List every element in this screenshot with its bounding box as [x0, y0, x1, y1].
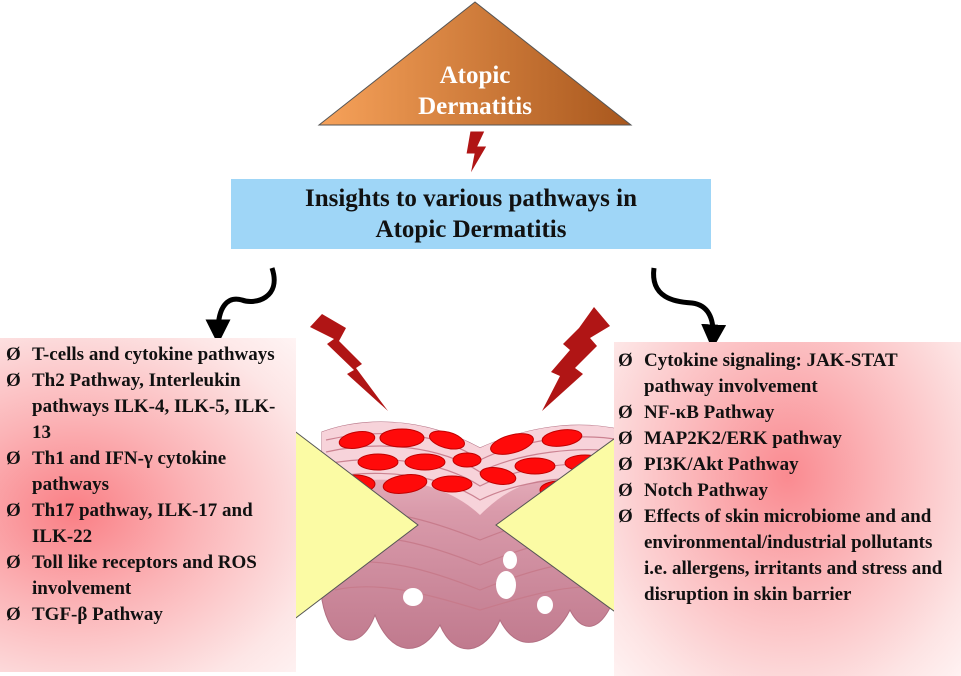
right-pathways-panel: Ø Cytokine signaling: JAK-STAT pathway in… [614, 342, 961, 676]
left-pathways-panel: Ø T-cells and cytokine pathways Ø Th2 Path… [0, 338, 296, 672]
list-item: Ø Th2 Pathway, Interleukin pathways ILK-4… [6, 368, 292, 446]
lightning-bolt-icon [465, 130, 488, 176]
bullet-glyph: Ø [6, 604, 21, 625]
bullet-glyph: Ø [618, 402, 633, 423]
item-text: PI3K/Akt Pathway [644, 454, 799, 475]
curved-arrow-icon [205, 267, 277, 345]
bullet-glyph: Ø [618, 454, 633, 475]
lightning-bolt-icon [542, 307, 610, 411]
list-item: Ø MAP2K2/ERK pathway [618, 426, 957, 452]
bullet-glyph: Ø [6, 552, 21, 573]
bullet-glyph: Ø [6, 370, 21, 391]
bullet-glyph: Ø [6, 344, 21, 365]
triangle-line-1: Atopic [439, 62, 511, 89]
item-text: Cytokine signaling: JAK-STAT pathway inv… [644, 350, 898, 397]
item-text: T-cells and cytokine pathways [32, 344, 275, 365]
item-text: Th17 pathway, ILK-17 and ILK-22 [32, 500, 253, 547]
banner-line-2: Atopic Dermatitis [375, 216, 567, 243]
item-text: Notch Pathway [644, 480, 769, 501]
list-item: Ø PI3K/Akt Pathway [618, 452, 957, 478]
list-item: Ø Effects of skin microbiome and and envi… [618, 504, 957, 608]
bullet-glyph: Ø [618, 428, 633, 449]
list-item: Ø TGF-β Pathway [6, 602, 292, 628]
list-item: Ø Notch Pathway [618, 478, 957, 504]
bullet-glyph: Ø [618, 480, 633, 501]
item-text: Toll like receptors and ROS involvement [32, 552, 257, 599]
item-text: MAP2K2/ERK pathway [644, 428, 842, 449]
triangle-line-2: Dermatitis [418, 93, 532, 120]
list-item: Ø Th17 pathway, ILK-17 and ILK-22 [6, 498, 292, 550]
list-item: Ø Cytokine signaling: JAK-STAT pathway in… [618, 348, 957, 400]
item-text: Th2 Pathway, Interleukin pathways ILK-4,… [32, 370, 276, 443]
list-item: Ø NF-κB Pathway [618, 400, 957, 426]
item-text: Effects of skin microbiome and and envir… [644, 506, 943, 605]
list-item: Ø T-cells and cytokine pathways [6, 342, 292, 368]
bullet-glyph: Ø [618, 506, 633, 527]
item-text: NF-κB Pathway [644, 402, 775, 423]
list-item: Ø Toll like receptors and ROS involvement [6, 550, 292, 602]
item-text: Th1 and IFN-γ cytokine pathways [32, 448, 227, 495]
curved-arrow-icon [651, 267, 727, 350]
bullet-glyph: Ø [6, 448, 21, 469]
triangle-label: Atopic Dermatitis [395, 60, 555, 122]
lightning-bolt-icon [310, 314, 388, 411]
item-text: TGF-β Pathway [32, 604, 163, 625]
banner-line-1: Insights to various pathways in [304, 185, 638, 212]
bullet-glyph: Ø [6, 500, 21, 521]
list-item: Ø Th1 and IFN-γ cytokine pathways [6, 446, 292, 498]
title-triangle [317, 1, 633, 126]
pathways-banner: Insights to various pathways in Atopic D… [231, 179, 711, 249]
bullet-glyph: Ø [618, 350, 633, 371]
